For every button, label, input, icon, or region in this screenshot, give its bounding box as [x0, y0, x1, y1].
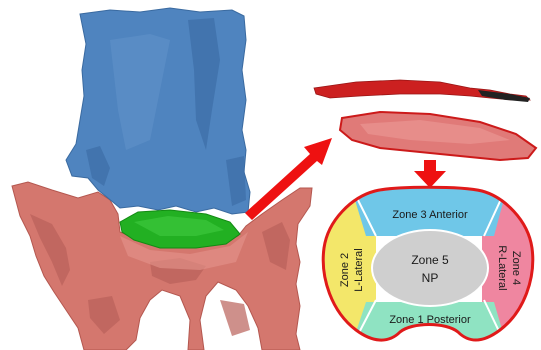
zone-2-line2: L-Lateral [353, 248, 365, 291]
down-arrow [414, 160, 446, 188]
zone-1-posterior-label: Zone 1 Posterior [389, 314, 471, 326]
zone-3-anterior-label: Zone 3 Anterior [392, 209, 468, 221]
zone-diagram: Zone 3 Anterior Zone 5 NP Zone 1 Posteri… [316, 184, 540, 350]
zone-4-line2: R-Lateral [496, 245, 508, 290]
spine-segment-render [12, 8, 312, 350]
disc-slices [314, 80, 536, 160]
zone-5-line2: NP [422, 271, 439, 285]
zone-2-line1: Zone 2 [339, 253, 351, 287]
zone-5-nucleus-region [372, 230, 488, 306]
zone-4-line1: Zone 4 [510, 251, 522, 285]
zone-5-line1: Zone 5 [411, 253, 449, 267]
